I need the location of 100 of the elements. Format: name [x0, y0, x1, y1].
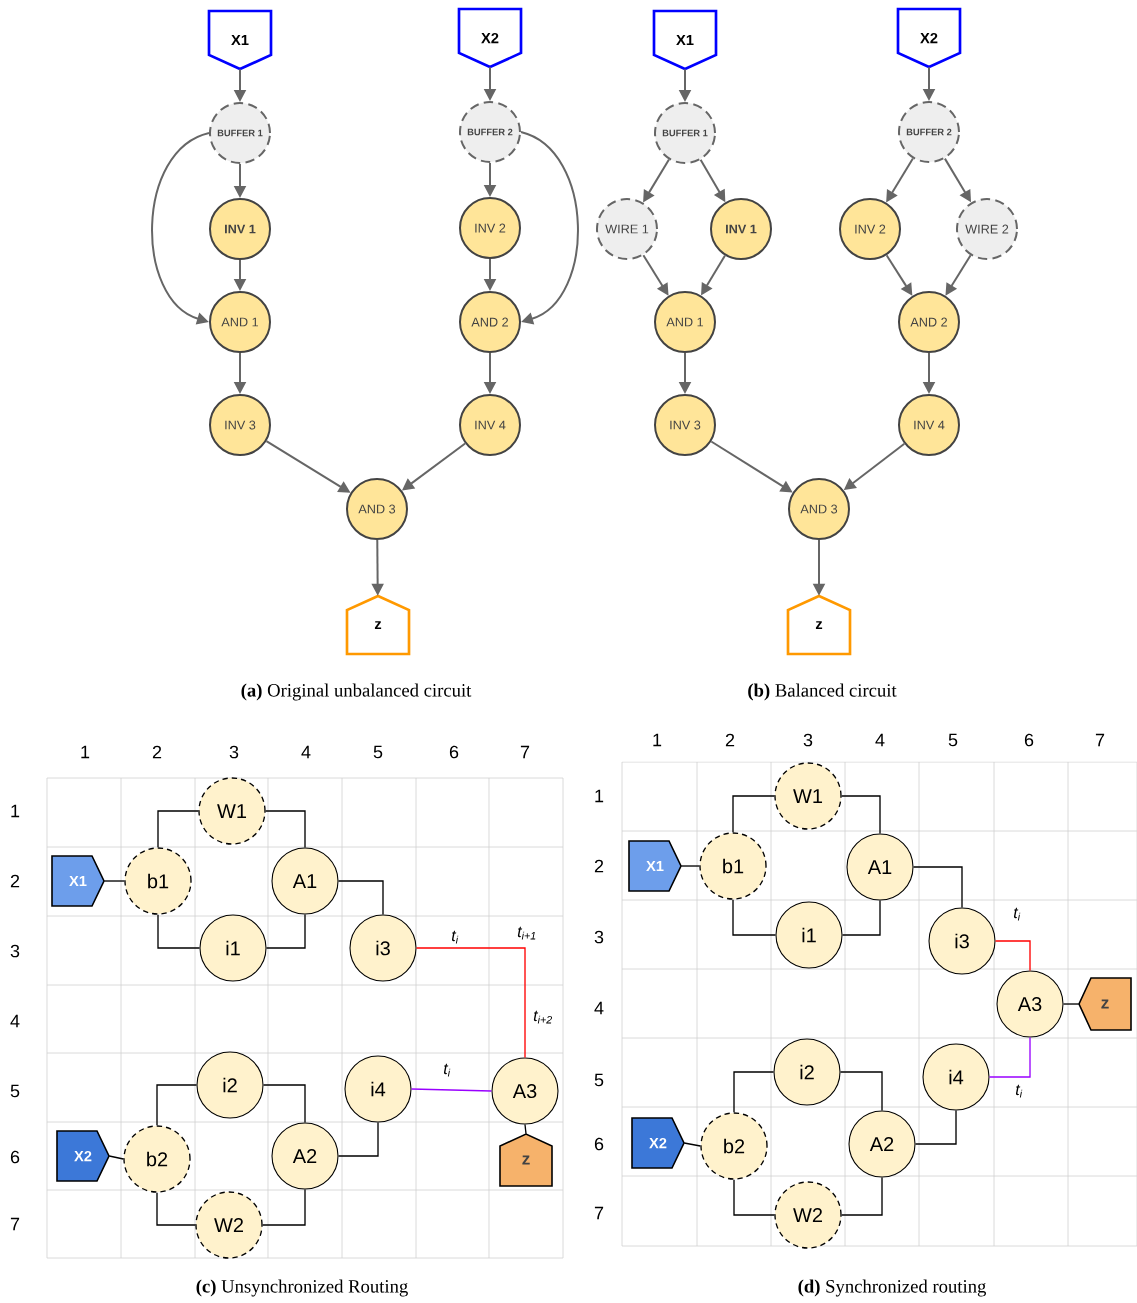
row-number: 5 [594, 1073, 604, 1087]
input-pin: X1 [628, 840, 682, 892]
row-number: 7 [594, 1206, 604, 1220]
row-number: 4 [594, 1001, 604, 1015]
connector-line [732, 795, 775, 833]
connector-line [262, 1084, 306, 1124]
output-pin: z [1078, 977, 1132, 1031]
connector-line [1062, 1003, 1080, 1005]
connector-line [265, 810, 306, 849]
connector-line [732, 899, 777, 936]
row-number: 6 [594, 1137, 604, 1151]
output-pin: z [786, 594, 852, 656]
column-number: 1 [81, 745, 90, 759]
gate-node: INV 1 [710, 198, 772, 260]
row-number: 1 [595, 789, 604, 803]
connector-line [841, 795, 881, 835]
gate-node: AND 2 [898, 291, 960, 353]
caption: (b) Balanced circuit [748, 683, 897, 701]
connector-line [912, 866, 963, 909]
output-pin: z [499, 1133, 553, 1187]
circle-node: i4 [922, 1043, 990, 1111]
gate-node: INV 2 [839, 198, 901, 260]
column-number: 2 [152, 745, 162, 759]
row-number: 3 [594, 930, 604, 944]
column-number: 1 [653, 733, 662, 747]
edge-label: t$_{i}$ [449, 929, 461, 945]
row-number: 7 [10, 1217, 20, 1231]
dashed-circle-node: W1 [198, 777, 266, 845]
connector-line [410, 1088, 493, 1092]
input-pin: X2 [631, 1117, 685, 1169]
gate-node: INV 3 [654, 394, 716, 456]
dashed-circle-node: b2 [123, 1125, 191, 1193]
connector-line [914, 1109, 957, 1145]
caption: (d) Synchronized routing [798, 1279, 986, 1297]
buffer-node: BUFFER 2 [898, 101, 960, 163]
edge-label: t$_{i}$ [1011, 906, 1023, 922]
connector-line [108, 1155, 124, 1160]
connector-line [157, 810, 199, 848]
gate-node: INV 2 [459, 197, 521, 259]
dashed-circle-node: b2 [700, 1112, 768, 1180]
column-number: 3 [229, 745, 239, 759]
connector-line [157, 914, 201, 949]
connector-line [415, 947, 526, 1059]
row-number: 1 [11, 804, 20, 818]
dashed-circle-node: b1 [124, 847, 192, 915]
circle-node: A3 [491, 1057, 559, 1125]
connector-line [683, 1142, 701, 1147]
gate-node: AND 2 [459, 291, 521, 353]
wire-node: WIRE 2 [956, 198, 1018, 260]
column-number: 4 [301, 745, 311, 759]
connector-line [839, 1071, 883, 1112]
column-number: 7 [520, 745, 530, 759]
input-pin: X1 [51, 855, 105, 907]
circle-node: A3 [996, 970, 1064, 1038]
gate-node: INV 3 [209, 394, 271, 456]
arrow [520, 131, 579, 325]
dashed-circle-node: W2 [774, 1181, 842, 1249]
time-label: t$_{i+2}$ [533, 1010, 552, 1024]
input-pin: X1 [207, 9, 273, 71]
wire-node: WIRE 1 [596, 198, 658, 260]
dashed-circle-node: W2 [195, 1191, 263, 1259]
caption: (c) Unsynchronized Routing [196, 1279, 408, 1297]
row-number: 3 [10, 944, 20, 958]
row-number: 4 [10, 1014, 20, 1028]
gate-node: INV 1 [209, 198, 271, 260]
circle-node: i1 [775, 901, 843, 969]
connector-line [156, 1084, 198, 1126]
buffer-node: BUFFER 2 [459, 101, 521, 163]
connector-line [337, 1121, 379, 1157]
row-number: 2 [594, 859, 604, 873]
circle-node: i3 [349, 914, 417, 982]
arrow [151, 132, 210, 325]
dashed-circle-node: W1 [774, 762, 842, 830]
row-number: 2 [10, 874, 20, 888]
column-number: 2 [725, 733, 735, 747]
caption: (a) Original unbalanced circuit [241, 683, 472, 701]
connector-line [733, 1179, 775, 1216]
edge-label: t$_{i}$ [441, 1062, 453, 1078]
time-label: t$_{i+1}$ [517, 926, 536, 940]
connector-line [841, 899, 881, 936]
gate-node: AND 1 [654, 291, 716, 353]
circle-node: i2 [773, 1038, 841, 1106]
column-number: 7 [1095, 733, 1105, 747]
dashed-circle-node: b1 [699, 832, 767, 900]
circle-node: i2 [196, 1051, 264, 1119]
gate-node: AND 1 [209, 291, 271, 353]
output-pin: z [345, 594, 411, 656]
edge-label: t$_{i}$ [1013, 1083, 1025, 1099]
input-pin: X2 [56, 1130, 110, 1182]
gate-node: INV 4 [898, 394, 960, 456]
connector-line [265, 913, 306, 949]
input-pin: X1 [652, 9, 718, 71]
circle-node: i1 [199, 914, 267, 982]
buffer-node: BUFFER 1 [654, 102, 716, 164]
circle-node: A1 [846, 833, 914, 901]
column-number: 6 [449, 745, 459, 759]
gate-node: INV 4 [459, 394, 521, 456]
connector-line [733, 1071, 775, 1113]
circle-node: i3 [928, 907, 996, 975]
connector-line [680, 865, 700, 867]
